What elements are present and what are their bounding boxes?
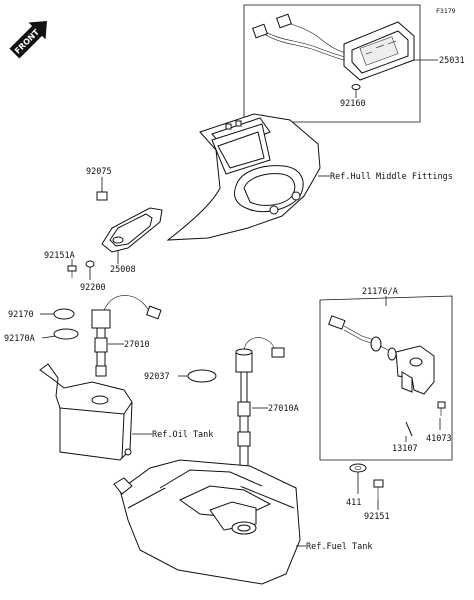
meter-assembly-box — [243, 4, 421, 123]
label-41073: 41073 — [426, 434, 452, 444]
ref-oil-tank: Ref.Oil Tank — [152, 430, 213, 440]
hull-middle-fittings — [166, 113, 321, 241]
washer-92200 — [85, 260, 95, 268]
label-21176a: 21176/A — [362, 287, 398, 297]
label-92160: 92160 — [340, 99, 366, 109]
meter-harness — [252, 13, 353, 63]
clamp-92037 — [187, 369, 217, 383]
label-92170: 92170 — [8, 310, 34, 320]
pin-13107 — [405, 421, 413, 437]
bolt-92151a — [67, 265, 77, 278]
label-92200: 92200 — [80, 283, 106, 293]
label-13107: 13107 — [392, 444, 418, 454]
label-92170a: 92170A — [4, 334, 35, 344]
front-direction-arrow: FRONT — [9, 21, 47, 59]
oil-tank — [39, 363, 133, 461]
switch-assembly-21176a — [328, 315, 435, 395]
ref-hull-middle-fittings: Ref.Hull Middle Fittings — [330, 172, 453, 182]
label-92151: 92151 — [364, 512, 390, 522]
switch-assembly-box — [319, 295, 453, 461]
oil-level-sender-27010 — [91, 295, 162, 377]
ref-fuel-tank: Ref.Fuel Tank — [306, 542, 373, 552]
clamp-92170a — [53, 328, 79, 340]
label-25031: 25031 — [439, 56, 465, 66]
washer-411 — [349, 463, 367, 473]
label-92151a: 92151A — [44, 251, 75, 261]
figure-code: F3179 — [436, 7, 456, 15]
label-92037: 92037 — [144, 372, 170, 382]
fuel-tank — [113, 459, 301, 585]
label-27010: 27010 — [124, 340, 150, 350]
label-411: 411 — [346, 498, 361, 508]
clamp-92170 — [53, 308, 75, 320]
label-27010a: 27010A — [268, 404, 299, 414]
cushion-92075 — [96, 191, 108, 201]
label-25008: 25008 — [110, 265, 136, 275]
bolt-41073 — [437, 401, 446, 416]
meter-unit — [343, 21, 415, 90]
label-92075: 92075 — [86, 167, 112, 177]
bolt-92151 — [373, 479, 384, 500]
bracket-25008 — [101, 207, 163, 253]
